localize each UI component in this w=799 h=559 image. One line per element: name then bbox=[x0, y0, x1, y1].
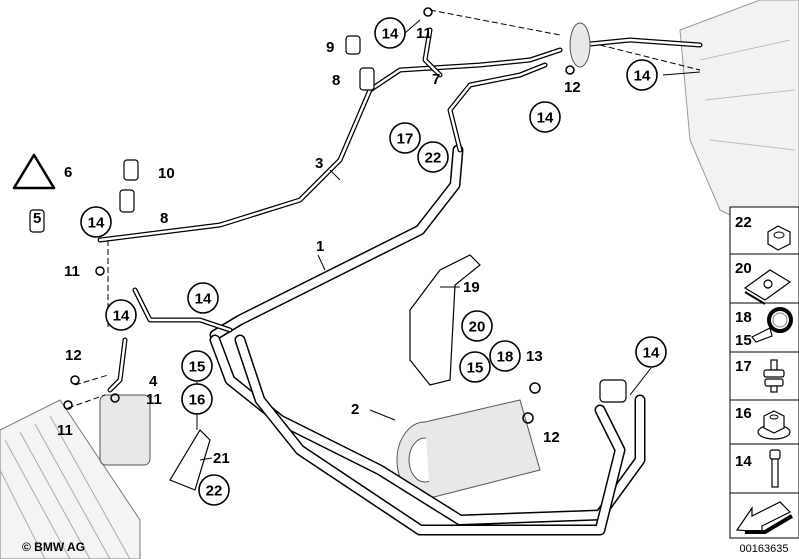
callout-3: 3 bbox=[315, 155, 323, 172]
receiver-drier bbox=[99, 394, 151, 466]
parts-legend: 22 20 18 15 17 16 14 00163635 bbox=[729, 206, 799, 555]
callout-16: 16 bbox=[181, 383, 213, 415]
callout-11: 11 bbox=[57, 422, 73, 439]
callout-17: 17 bbox=[389, 122, 421, 154]
clip-nut-icon bbox=[743, 269, 792, 305]
o-rings bbox=[63, 7, 575, 424]
callout-8: 8 bbox=[332, 72, 340, 89]
pipe-clamp-icon bbox=[751, 307, 793, 343]
flange-nut-icon bbox=[757, 410, 791, 440]
callout-9: 9 bbox=[326, 39, 334, 56]
callout-19: 19 bbox=[463, 279, 480, 296]
callout-4: 4 bbox=[149, 373, 158, 390]
svg-text:14: 14 bbox=[537, 110, 554, 127]
callout-14: 14 bbox=[105, 299, 137, 331]
svg-text:20: 20 bbox=[469, 319, 486, 336]
diagram-code: 00163635 bbox=[740, 543, 789, 555]
callout-20: 20 bbox=[461, 310, 493, 342]
legend-label: 18 bbox=[735, 309, 752, 326]
callout-14: 14 bbox=[187, 282, 219, 314]
legend-label: 20 bbox=[735, 260, 752, 277]
callout-12: 12 bbox=[65, 347, 82, 364]
expansion-valve bbox=[569, 22, 591, 68]
callout-7: 7 bbox=[432, 71, 440, 88]
copyright: © BMW AG bbox=[22, 540, 85, 554]
legend-label: 14 bbox=[735, 453, 752, 470]
callout-15: 15 bbox=[181, 350, 213, 382]
svg-text:22: 22 bbox=[206, 483, 223, 500]
callout-15: 15 bbox=[459, 351, 491, 383]
heater-box bbox=[679, 0, 799, 251]
svg-text:17: 17 bbox=[397, 131, 414, 148]
callout-11: 11 bbox=[416, 25, 432, 42]
svg-text:14: 14 bbox=[643, 345, 660, 362]
callout-14: 14 bbox=[80, 206, 112, 238]
callout-14: 14 bbox=[626, 59, 658, 91]
condenser bbox=[0, 399, 141, 559]
svg-text:16: 16 bbox=[189, 392, 206, 409]
svg-text:14: 14 bbox=[634, 68, 651, 85]
callout-21: 21 bbox=[213, 450, 230, 467]
compressor bbox=[396, 399, 541, 499]
svg-text:15: 15 bbox=[189, 359, 206, 376]
callout-12: 12 bbox=[564, 79, 581, 96]
legend-label: 17 bbox=[735, 358, 752, 375]
callout-14: 14 bbox=[374, 17, 406, 49]
callout-5: 5 bbox=[33, 210, 41, 227]
legend-label: 16 bbox=[735, 405, 752, 422]
callout-11: 11 bbox=[146, 391, 162, 408]
circled-callouts: 14 14 14 17 22 14 14 14 15 16 22 20 18 1… bbox=[80, 17, 667, 506]
callout-22: 22 bbox=[198, 474, 230, 506]
svg-text:14: 14 bbox=[88, 215, 105, 232]
callout-14: 14 bbox=[529, 101, 561, 133]
rubber-mount-icon bbox=[763, 359, 785, 393]
plain-callouts: 11 9 7 8 12 3 6 10 5 8 1 11 19 12 13 4 1… bbox=[33, 25, 581, 467]
legend-label: 15 bbox=[735, 332, 752, 349]
callout-13: 13 bbox=[526, 348, 543, 365]
bolt-icon bbox=[769, 449, 781, 488]
callout-1: 1 bbox=[316, 238, 324, 255]
hose-1 bbox=[209, 144, 464, 341]
callout-10: 10 bbox=[158, 165, 175, 182]
fittings bbox=[29, 35, 627, 403]
callout-11: 11 bbox=[64, 263, 80, 280]
bracket-21 bbox=[169, 429, 211, 491]
callout-8: 8 bbox=[160, 210, 168, 227]
callout-18: 18 bbox=[489, 340, 521, 372]
nut-icon bbox=[767, 225, 791, 251]
direction-arrow-icon bbox=[735, 501, 794, 534]
svg-text:14: 14 bbox=[195, 291, 212, 308]
hose-2 bbox=[209, 334, 646, 536]
svg-text:18: 18 bbox=[497, 349, 514, 366]
warning-triangle-icon bbox=[12, 153, 56, 190]
callout-12: 12 bbox=[543, 429, 560, 446]
svg-text:22: 22 bbox=[425, 150, 442, 167]
svg-text:15: 15 bbox=[467, 360, 484, 377]
callout-2: 2 bbox=[351, 401, 359, 418]
pipe-3 bbox=[97, 27, 703, 393]
svg-text:14: 14 bbox=[382, 26, 399, 43]
svg-text:14: 14 bbox=[113, 308, 130, 325]
callout-14: 14 bbox=[635, 336, 667, 368]
bracket-19 bbox=[409, 254, 481, 386]
legend-label: 22 bbox=[735, 214, 752, 231]
callout-6: 6 bbox=[64, 164, 72, 181]
callout-22: 22 bbox=[417, 141, 449, 173]
